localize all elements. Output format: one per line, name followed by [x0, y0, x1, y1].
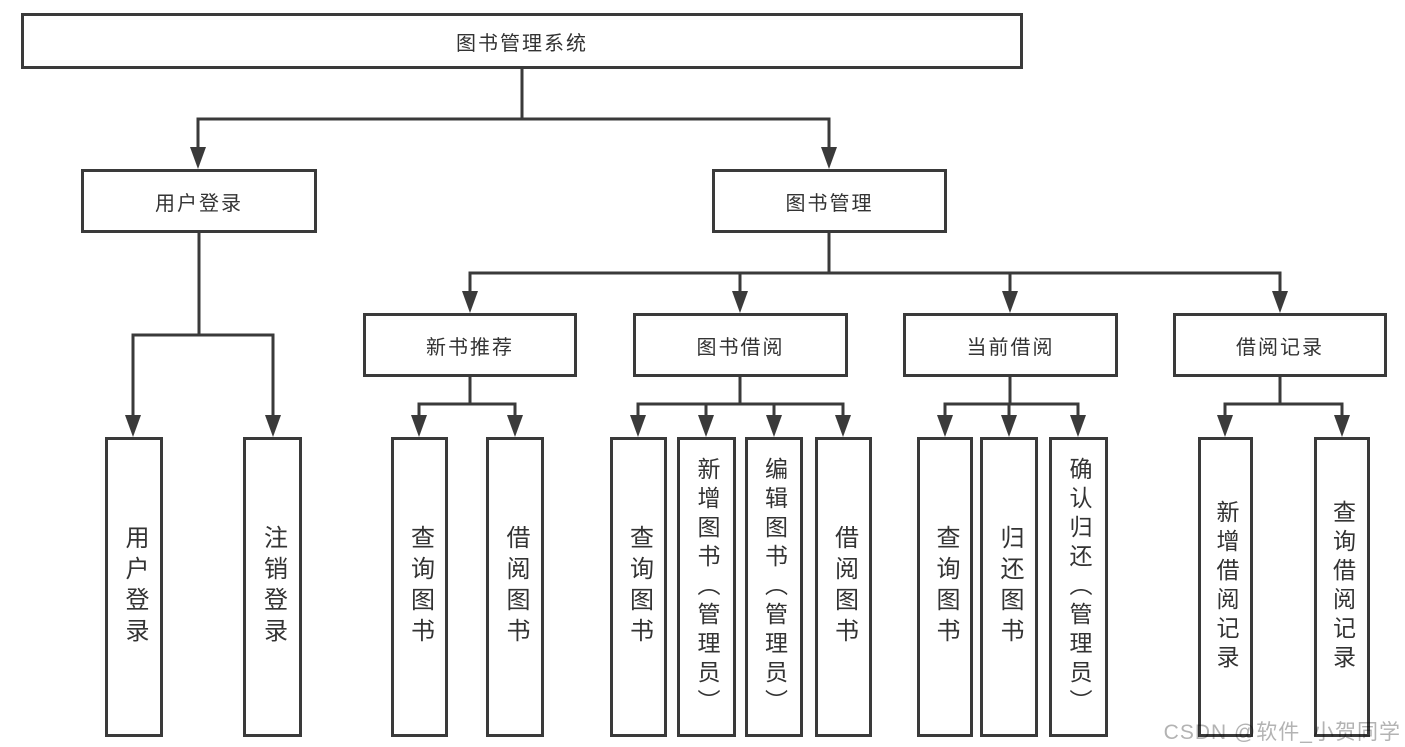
node-query-books-recommend: 查询图书 [391, 437, 448, 737]
arrowhead-lend-leaf-3 [766, 415, 782, 437]
arrowhead-login-leaf-1 [125, 415, 141, 437]
arrowhead-lend-leaf-4 [835, 415, 851, 437]
node-query-borrow-record: 查询借阅记录 [1314, 437, 1370, 737]
node-return-books: 归还图书 [980, 437, 1038, 737]
arrowhead-new-book-recommend [462, 291, 478, 313]
connector-current-group [943, 377, 1080, 419]
connector-mgmt-rail [468, 233, 1282, 293]
node-new-book-recommend: 新书推荐 [363, 313, 577, 377]
arrowhead-current-borrowing [1002, 291, 1018, 313]
connector-login-branch [131, 233, 275, 419]
node-book-management: 图书管理 [712, 169, 947, 233]
arrowhead-borrow-records [1272, 291, 1288, 313]
node-add-book-admin: 新增图书（管理员） [677, 437, 736, 737]
arrowhead-lend-leaf-1 [630, 415, 646, 437]
connector-recommend-group [417, 377, 517, 419]
watermark: CSDN @软件_小贺同学 [1163, 721, 1401, 744]
arrowhead-rec-leaf-2 [507, 415, 523, 437]
connector-records-group [1223, 377, 1344, 419]
node-user-login-branch: 用户登录 [81, 169, 317, 233]
node-library-system: 图书管理系统 [21, 13, 1023, 69]
arrowhead-book-borrowing [732, 291, 748, 313]
arrowhead-cur-leaf-3 [1070, 415, 1086, 437]
connector-level2-rail [196, 117, 831, 150]
arrowhead-lend-leaf-2 [698, 415, 714, 437]
node-logout: 注销登录 [243, 437, 302, 737]
node-book-borrowing: 图书借阅 [633, 313, 848, 377]
node-query-books-current: 查询图书 [917, 437, 973, 737]
node-query-books-lend: 查询图书 [610, 437, 667, 737]
arrowhead-recd-leaf-2 [1334, 415, 1350, 437]
arrowhead-cur-leaf-2 [1001, 415, 1017, 437]
node-user-login: 用户登录 [105, 437, 163, 737]
node-edit-book-admin: 编辑图书（管理员） [745, 437, 803, 737]
node-confirm-return-admin: 确认归还（管理员） [1049, 437, 1108, 737]
arrowhead-cur-leaf-1 [937, 415, 953, 437]
connector-borrowing-group [636, 377, 845, 419]
node-current-borrowing: 当前借阅 [903, 313, 1118, 377]
arrowhead-recd-leaf-1 [1217, 415, 1233, 437]
arrowhead-login-leaf-2 [265, 415, 281, 437]
arrowhead-rec-leaf-1 [411, 415, 427, 437]
arrowhead-book-management [821, 147, 837, 169]
node-borrow-books-recommend: 借阅图书 [486, 437, 544, 737]
node-add-borrow-record: 新增借阅记录 [1198, 437, 1253, 737]
node-borrow-records: 借阅记录 [1173, 313, 1387, 377]
arrowhead-user-login-branch [190, 147, 206, 169]
node-borrow-books-lend: 借阅图书 [815, 437, 872, 737]
